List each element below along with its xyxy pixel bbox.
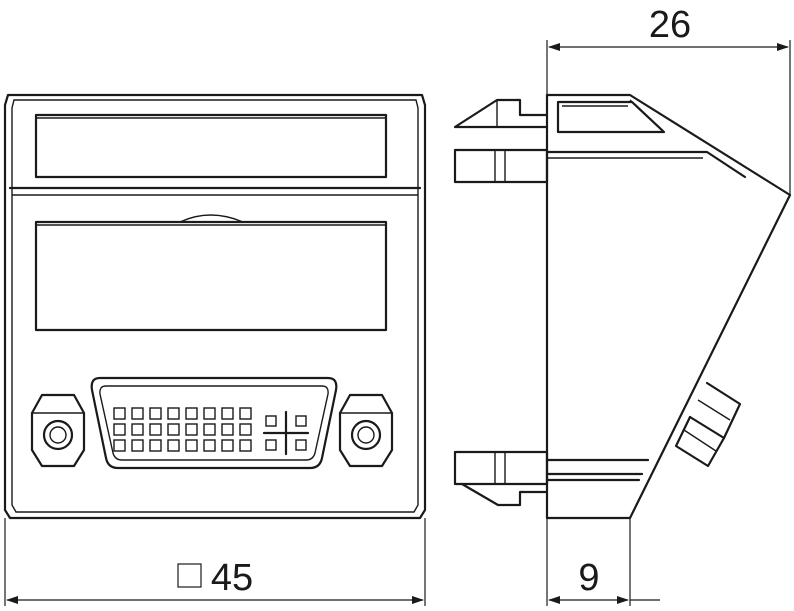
dvi-pin	[185, 439, 198, 452]
dvi-pin	[239, 439, 252, 452]
dvi-pin	[113, 439, 126, 452]
dimension-26: 26	[546, 4, 791, 195]
dvi-pin	[239, 407, 252, 420]
dvi-flat-pin	[262, 410, 310, 456]
square-symbol-icon	[177, 563, 202, 588]
top-latch	[453, 98, 549, 129]
side-view	[453, 93, 792, 520]
right-hex-nut	[338, 393, 394, 468]
front-outline	[3, 93, 427, 520]
front-inner-border	[11, 99, 419, 513]
dvi-pin	[203, 439, 216, 452]
left-hex-nut	[30, 393, 86, 468]
dvi-pin	[167, 407, 180, 420]
dvi-pin	[167, 423, 180, 436]
dvi-pin	[239, 423, 252, 436]
bottom-latch	[453, 450, 549, 507]
top-clip	[453, 148, 549, 184]
dvi-pin	[131, 407, 144, 420]
dvi-pin	[149, 407, 162, 420]
dimension-26-label: 26	[649, 4, 691, 46]
dvi-pin	[149, 439, 162, 452]
dvi-pin	[113, 407, 126, 420]
upper-label-window	[34, 113, 388, 179]
dimension-9-label: 9	[578, 557, 599, 599]
dvi-pin	[221, 423, 234, 436]
dvi-pin	[113, 423, 126, 436]
dvi-pin	[203, 407, 216, 420]
front-view	[3, 93, 427, 520]
dvi-pin	[131, 423, 144, 436]
dvi-pin	[131, 439, 144, 452]
dvi-pin-grid	[113, 407, 252, 452]
dvi-pin	[149, 423, 162, 436]
dimension-45-label: 45	[211, 557, 253, 599]
dvi-pin	[167, 439, 180, 452]
dvi-pin	[185, 407, 198, 420]
dvi-pin	[221, 439, 234, 452]
dimension-45: 45	[4, 518, 426, 606]
dvi-pin	[203, 423, 216, 436]
dvi-pin	[221, 407, 234, 420]
side-connector-nut	[674, 381, 742, 468]
lower-label-window	[34, 220, 388, 332]
dvi-connector	[90, 376, 338, 470]
bump	[179, 214, 244, 223]
dimension-9: 9	[546, 518, 660, 606]
dvi-pin	[185, 423, 198, 436]
